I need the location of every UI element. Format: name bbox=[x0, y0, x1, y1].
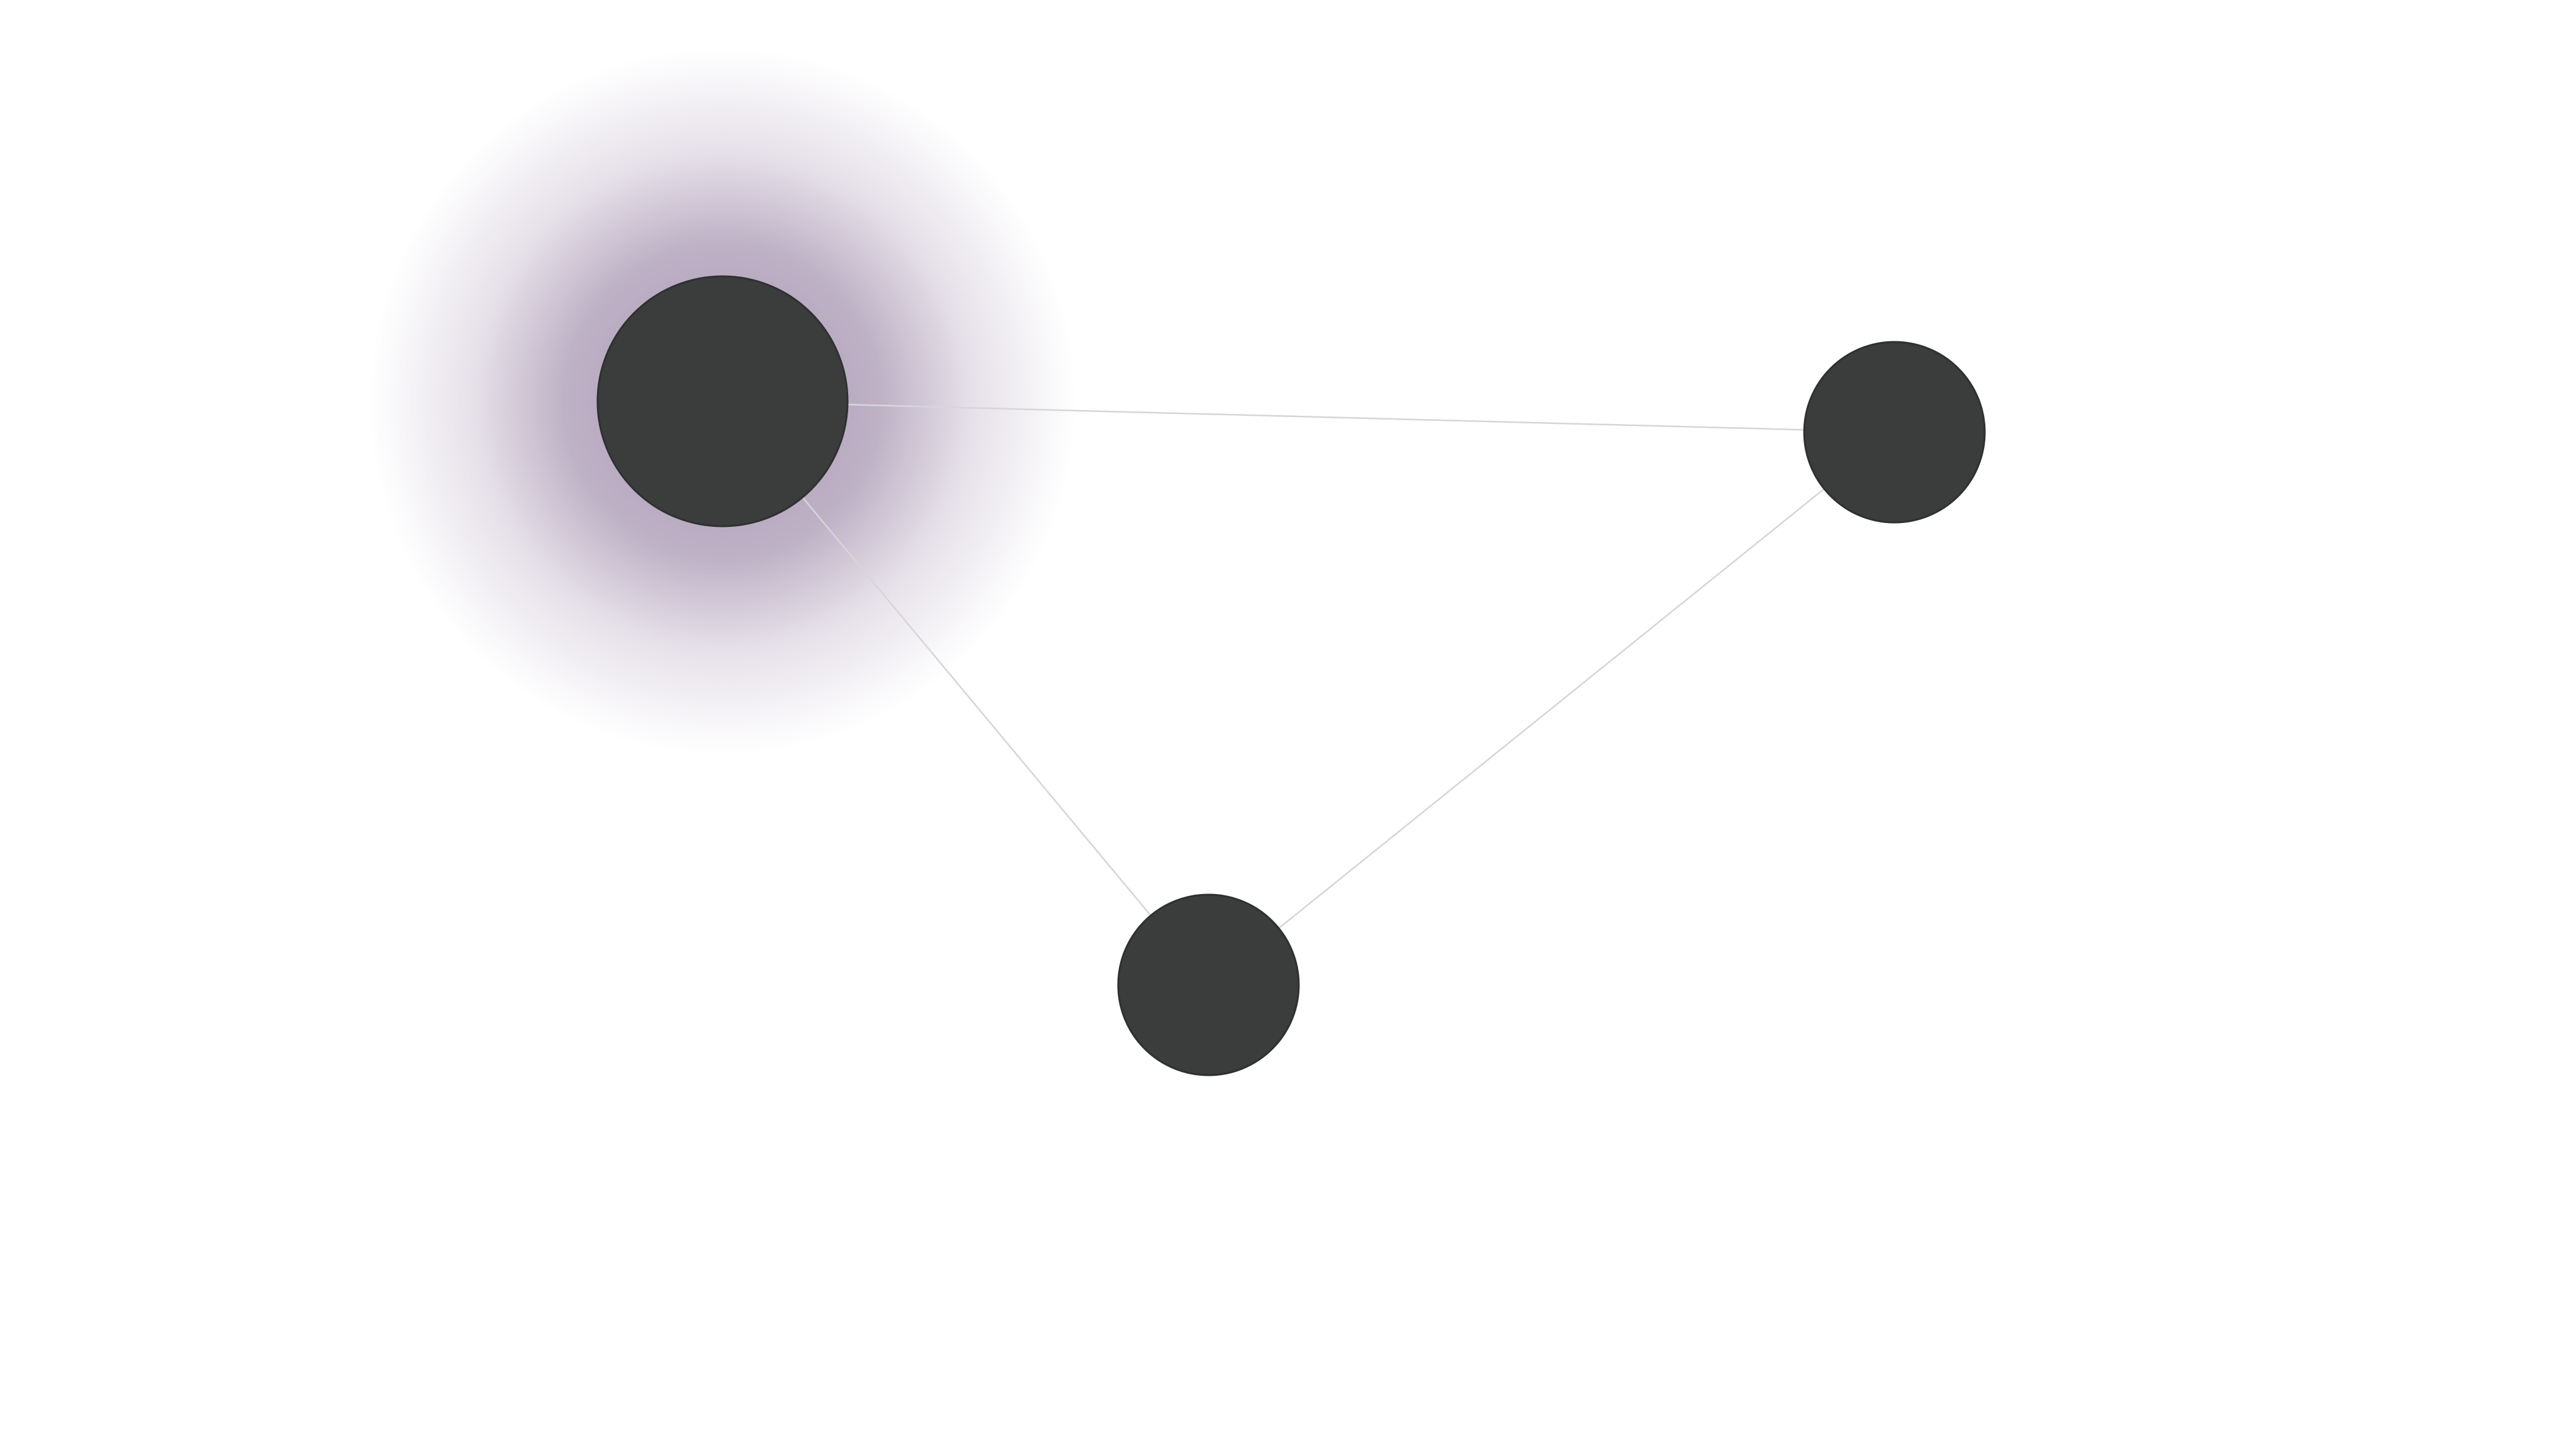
node-right[interactable] bbox=[1803, 341, 1986, 524]
node-bottom[interactable] bbox=[1117, 893, 1300, 1076]
edge-primary-right bbox=[722, 400, 1895, 433]
node-layer bbox=[596, 275, 1986, 1076]
node-primary[interactable] bbox=[596, 275, 849, 527]
edge-right-bottom bbox=[1208, 432, 1895, 986]
edge-primary-bottom bbox=[722, 401, 1209, 986]
edge-layer bbox=[722, 400, 1895, 986]
